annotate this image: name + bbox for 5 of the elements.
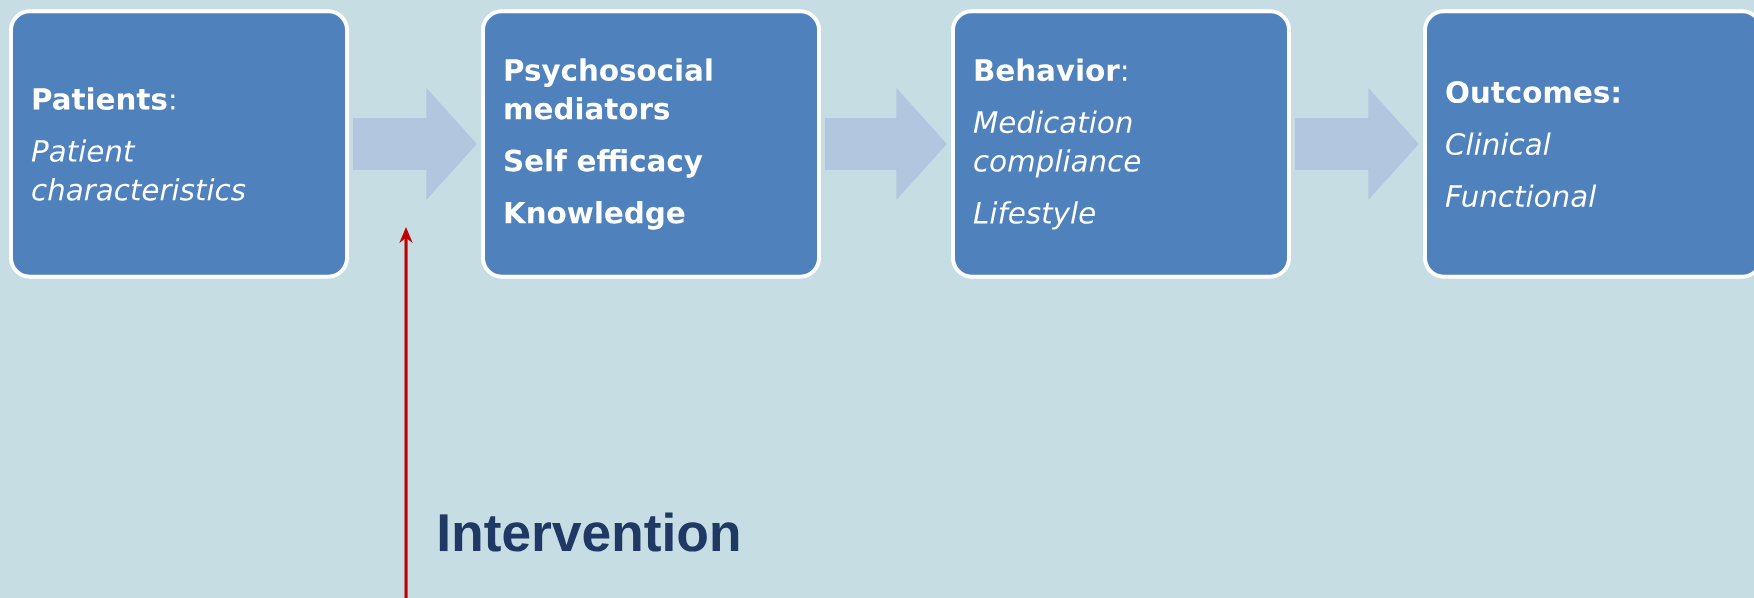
intervention-label: Intervention [439,512,739,552]
process-box: Outcomes: Clinical Functional [1423,9,1754,279]
process-box: Behavior: Medication compliance Lifestyle [951,9,1291,279]
process-box: Psychosocial mediators Self efficacy Knowledge [481,9,821,279]
process-box: Patients: Patient characteristics [9,9,349,279]
